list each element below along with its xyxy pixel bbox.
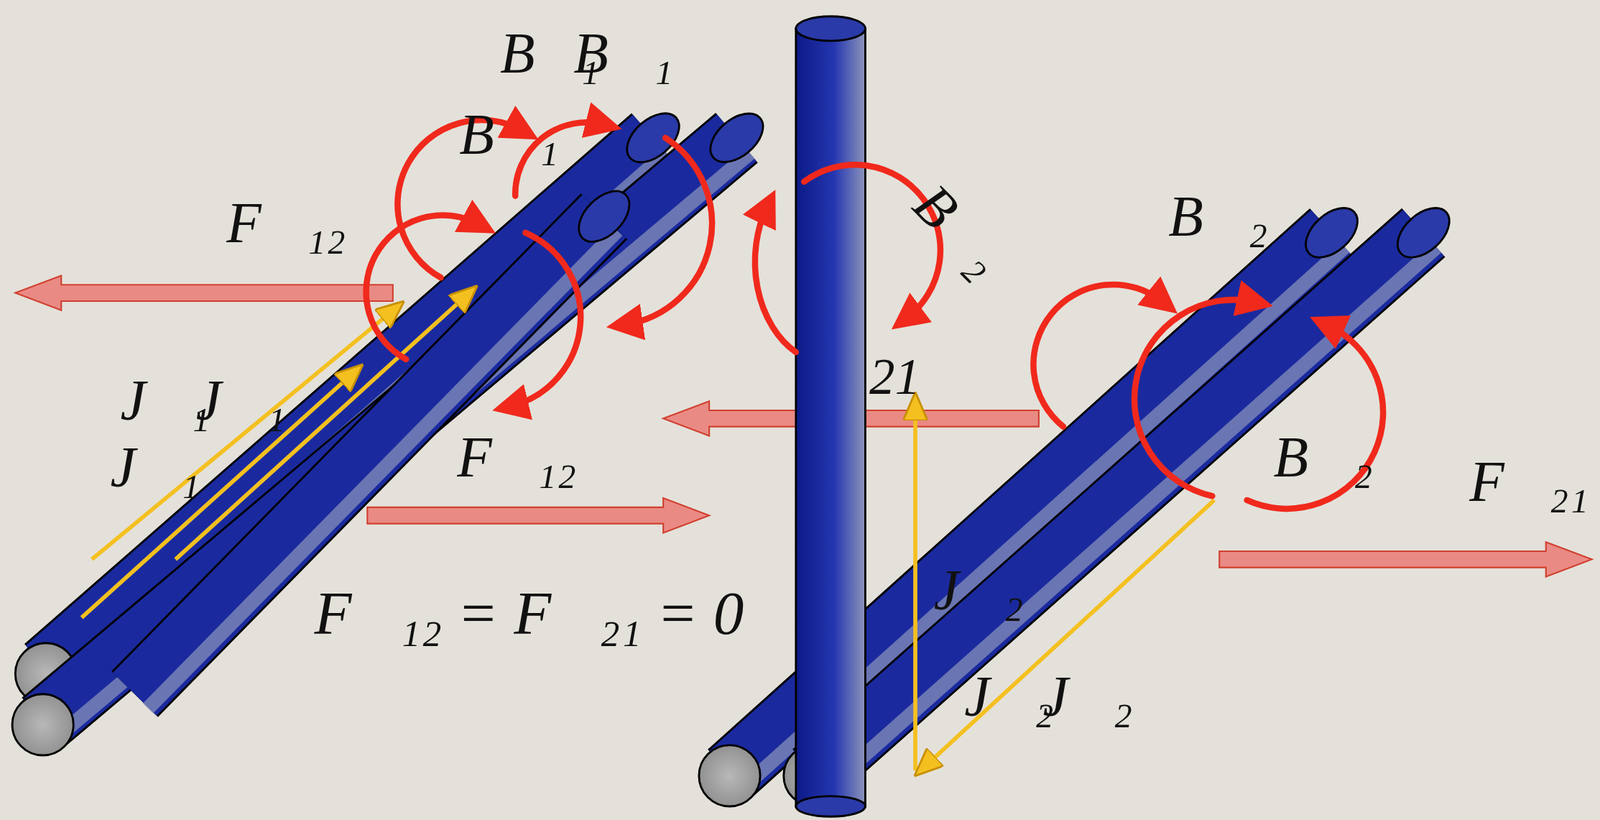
vector-label: B⃗₂ [1273,426,1373,490]
vector-label: J⃗₂ [1043,665,1134,728]
rod [783,198,1459,807]
vector-label: 21 [869,349,921,406]
rod [12,104,772,756]
rod [796,16,866,817]
field-loop [366,119,1384,509]
vector-label: J⃗₁ [196,369,286,432]
vector-label: F⃗₁₂ [226,191,346,255]
vector-label: J⃗₂ [964,665,1054,728]
vector-label: F⃗₁₂ = F⃗₂₁ = 0 [313,579,744,648]
vector-label: J⃗₁ [109,436,200,500]
vector-label: B⃗₁ [459,104,559,167]
current-arrow [81,290,1215,771]
vector-label: B⃗₁ [573,22,673,85]
vector-label: J⃗₂ [933,558,1024,622]
vector-label: B⃗₂ [1168,185,1268,248]
vector-label: F⃗₂₁ [1469,451,1589,514]
vector-label: F⃗₁₂ [456,426,577,490]
